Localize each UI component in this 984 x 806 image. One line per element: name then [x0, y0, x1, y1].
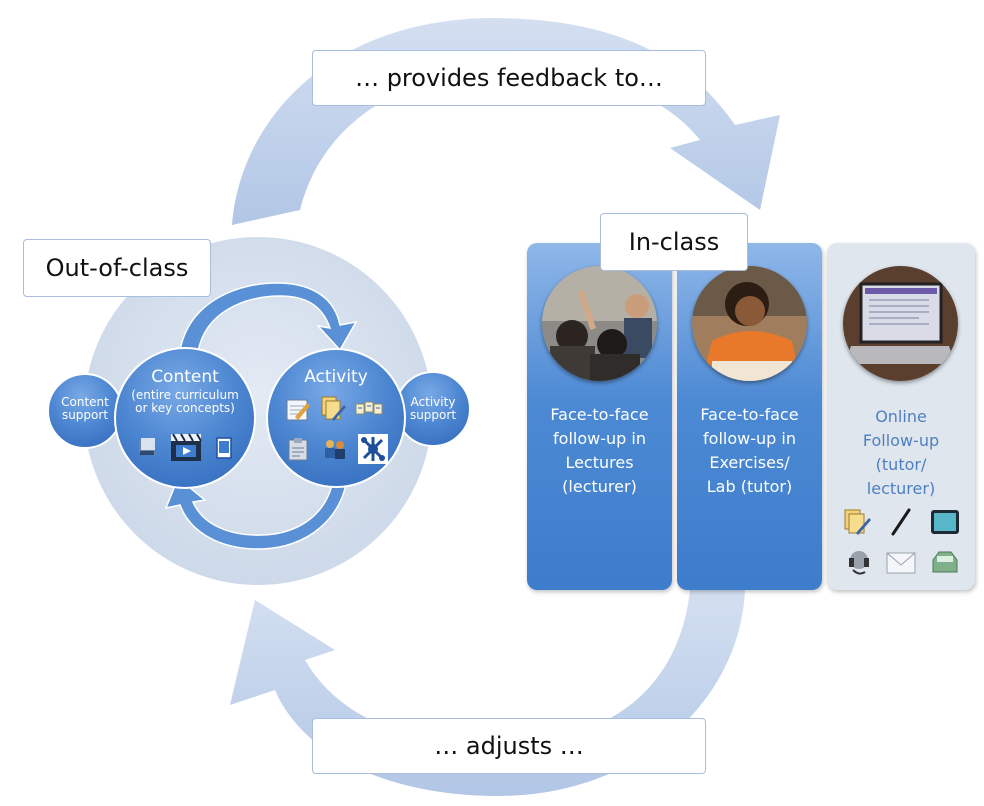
documents-pen-icon [843, 508, 871, 536]
edit-sheet-icon [285, 397, 311, 423]
content-circle-label: Content (entire curriculum or key concep… [131, 367, 239, 415]
adjusts-label: … adjusts … [312, 718, 706, 774]
content-support-label: Content support [61, 395, 109, 423]
exercises-panel: Face-to-face follow-up in Exercises/ Lab… [677, 243, 822, 590]
lectures-panel-text: Face-to-face follow-up in Lectures (lect… [550, 405, 649, 496]
online-panel-text: Online Follow-up (tutor/ lecturer) [862, 407, 940, 498]
lectures-panel: Face-to-face follow-up in Lectures (lect… [527, 243, 672, 590]
book-icon [136, 435, 160, 459]
activity-support-label: Activity support [409, 395, 457, 423]
tiles-icon [355, 398, 385, 424]
online-panel: Online Follow-up (tutor/ lecturer) [827, 243, 975, 590]
out-of-class-title: Out-of-class [23, 239, 211, 297]
exercises-panel-text: Face-to-face follow-up in Exercises/ Lab… [700, 405, 799, 496]
tablet-icon [929, 508, 961, 536]
cycle-arrow-bottom [164, 469, 349, 550]
feedback-label: … provides feedback to… [312, 50, 706, 106]
activity-circle-label: Activity [304, 367, 368, 387]
documents-pen-icon [320, 395, 346, 421]
document-icon [214, 436, 234, 460]
lecture-photo [542, 266, 657, 381]
people-icon [322, 436, 348, 462]
mail-icon [885, 550, 917, 578]
video-clapper-icon [170, 432, 202, 462]
headset-icon [845, 548, 873, 576]
in-class-title: In-class [600, 213, 748, 271]
network-icon [358, 434, 388, 464]
student-photo [692, 266, 807, 381]
cycle-arrow-top [179, 282, 358, 353]
clipboard-icon [285, 436, 311, 462]
laptop-photo [843, 266, 958, 381]
pen-icon [887, 508, 915, 536]
inbox-icon [929, 548, 961, 576]
